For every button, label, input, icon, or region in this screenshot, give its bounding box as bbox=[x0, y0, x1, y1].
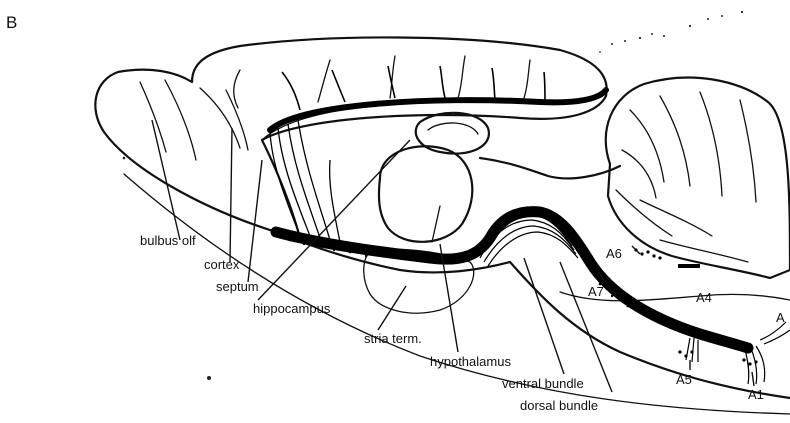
thalamus-stem bbox=[432, 206, 440, 242]
label-bulbus-olf: bulbus olf bbox=[140, 233, 196, 248]
label-stria-term: stria term. bbox=[364, 331, 422, 346]
label-a4: A4 bbox=[696, 290, 712, 305]
label-cortex: cortex bbox=[204, 257, 240, 272]
thalamus-outline bbox=[379, 146, 472, 242]
label-a-edge: A bbox=[776, 310, 785, 325]
midbrain-contour bbox=[480, 158, 620, 178]
label-septum: septum bbox=[216, 279, 259, 294]
label-ventral-bundle: ventral bundle bbox=[502, 376, 584, 391]
label-hippocampus: hippocampus bbox=[253, 301, 331, 316]
label-a6: A6 bbox=[606, 246, 622, 261]
panel-letter: B bbox=[6, 13, 17, 32]
label-a5: A5 bbox=[676, 372, 692, 387]
label-a1: A1 bbox=[748, 387, 764, 402]
label-a7: A7 bbox=[588, 284, 604, 299]
label-hypothalamus: hypothalamus bbox=[430, 354, 511, 369]
label-dorsal-bundle: dorsal bundle bbox=[520, 398, 598, 413]
speckle-marks bbox=[123, 11, 743, 380]
hippocampus-structure bbox=[416, 113, 489, 154]
